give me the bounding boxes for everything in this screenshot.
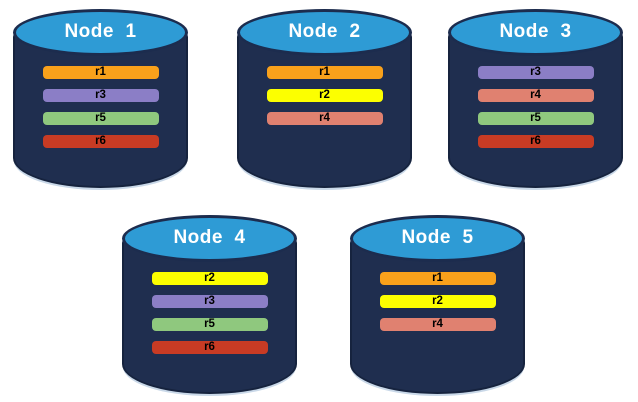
replica-label: r5 — [95, 111, 106, 124]
replica-list: r2 r3 r5 r6 — [122, 272, 297, 354]
replica-label: r1 — [319, 65, 330, 78]
replica-list: r1 r2 r4 — [237, 66, 412, 125]
replica-label: r2 — [432, 294, 443, 307]
cylinder-top: Node 4 — [122, 215, 297, 262]
replica-label: r2 — [319, 88, 330, 101]
replica-bar-r3: r3 — [477, 65, 594, 79]
replica-list: r3 r4 r5 r6 — [448, 66, 623, 148]
replica-bar-r1: r1 — [379, 271, 496, 285]
replica-label: r3 — [530, 65, 541, 78]
replica-bar-r6: r6 — [151, 340, 268, 354]
database-node-2: r1 r2 r4 Node 2 — [237, 8, 412, 190]
replica-label: r4 — [432, 317, 443, 330]
replica-bar-r5: r5 — [42, 111, 159, 125]
database-node-5: r1 r2 r4 Node 5 — [350, 214, 525, 396]
database-node-3: r3 r4 r5 r6 Node 3 — [448, 8, 623, 190]
replica-bar-r5: r5 — [477, 111, 594, 125]
replica-bar-r5: r5 — [151, 317, 268, 331]
node-title: Node 5 — [401, 226, 474, 248]
replica-bar-r4: r4 — [477, 88, 594, 102]
node-title: Node 2 — [288, 20, 361, 42]
cylinder-body — [448, 32, 623, 188]
replica-list: r1 r3 r5 r6 — [13, 66, 188, 148]
replica-bar-r4: r4 — [266, 111, 383, 125]
database-node-4: r2 r3 r5 r6 Node 4 — [122, 214, 297, 396]
replica-list: r1 r2 r4 — [350, 272, 525, 331]
replica-bar-r4: r4 — [379, 317, 496, 331]
replica-label: r2 — [204, 271, 215, 284]
cylinder-top: Node 5 — [350, 215, 525, 262]
replica-label: r6 — [95, 134, 106, 147]
replica-bar-r2: r2 — [151, 271, 268, 285]
replica-bar-r1: r1 — [42, 65, 159, 79]
node-title: Node 4 — [173, 226, 246, 248]
replica-bar-r6: r6 — [42, 134, 159, 148]
replica-label: r3 — [95, 88, 106, 101]
replica-label: r4 — [319, 111, 330, 124]
cylinder-top: Node 2 — [237, 9, 412, 56]
replica-bar-r3: r3 — [151, 294, 268, 308]
cylinder-top: Node 1 — [13, 9, 188, 56]
cylinder-top: Node 3 — [448, 9, 623, 56]
cylinder-body — [237, 32, 412, 188]
replica-label: r4 — [530, 88, 541, 101]
replica-label: r5 — [530, 111, 541, 124]
cylinder-body — [122, 238, 297, 394]
replica-bar-r2: r2 — [266, 88, 383, 102]
replica-bar-r2: r2 — [379, 294, 496, 308]
cylinder-body — [350, 238, 525, 394]
replica-label: r1 — [95, 65, 106, 78]
node-title: Node 1 — [64, 20, 137, 42]
node-title: Node 3 — [499, 20, 572, 42]
replica-label: r3 — [204, 294, 215, 307]
replica-bar-r6: r6 — [477, 134, 594, 148]
database-node-1: r1 r3 r5 r6 Node 1 — [13, 8, 188, 190]
replica-bar-r3: r3 — [42, 88, 159, 102]
replica-label: r6 — [530, 134, 541, 147]
replica-label: r6 — [204, 340, 215, 353]
replica-bar-r1: r1 — [266, 65, 383, 79]
replica-label: r5 — [204, 317, 215, 330]
replica-label: r1 — [432, 271, 443, 284]
